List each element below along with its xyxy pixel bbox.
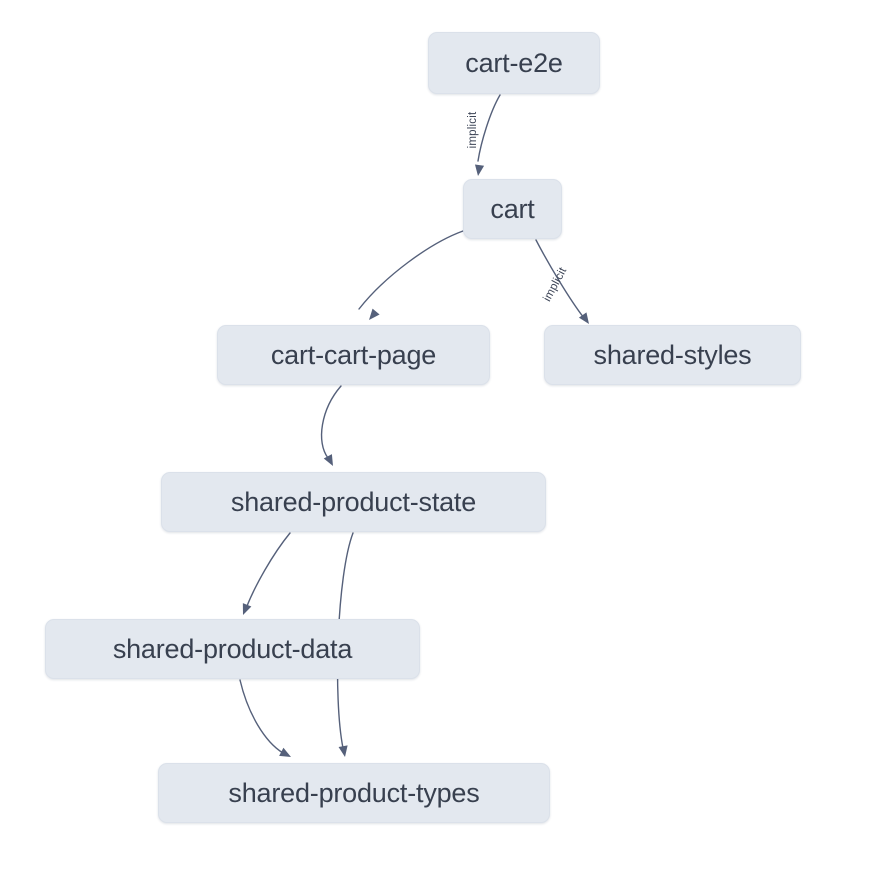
edge-line <box>535 239 585 319</box>
edge-shared-product-data-to-shared-product-types <box>239 679 291 757</box>
arrowhead-icon <box>323 454 333 466</box>
edge-cart-to-cart-cart-page <box>358 230 464 320</box>
edge-line <box>320 385 342 459</box>
edge-line <box>477 94 501 162</box>
graph-node-shared-product-types[interactable]: shared-product-types <box>158 763 550 823</box>
graph-node-label: shared-product-state <box>230 486 477 517</box>
graph-node-cart-e2e[interactable]: cart-e2e <box>428 32 600 94</box>
graph-node-cart-cart-page[interactable]: cart-cart-page <box>217 325 490 385</box>
graph-node-label: shared-styles <box>593 339 752 370</box>
graph-node-cart[interactable]: cart <box>463 179 562 239</box>
edge-line <box>246 532 291 607</box>
arrowhead-icon <box>369 308 380 320</box>
graph-node-label: shared-product-data <box>112 633 353 664</box>
edge-cart-cart-page-to-shared-product-state <box>320 385 342 466</box>
edge-shared-product-state-to-shared-product-data <box>242 532 291 615</box>
arrowhead-icon <box>338 745 348 757</box>
edge-line <box>358 230 464 310</box>
arrowhead-icon <box>242 603 252 615</box>
edge-cart-to-shared-styles: implicit <box>535 239 589 324</box>
graph-node-label: shared-product-types <box>228 777 480 808</box>
arrowhead-icon <box>279 747 291 757</box>
graph-node-label: cart-cart-page <box>270 339 437 370</box>
graph-node-shared-styles[interactable]: shared-styles <box>544 325 801 385</box>
edge-label: implicit <box>541 265 569 304</box>
graph-node-shared-product-data[interactable]: shared-product-data <box>45 619 420 679</box>
arrowhead-icon <box>474 164 485 176</box>
graph-node-label: cart <box>490 193 535 224</box>
edge-line <box>239 679 284 754</box>
graph-node-shared-product-state[interactable]: shared-product-state <box>161 472 546 532</box>
edge-label: implicit <box>467 111 479 148</box>
graph-node-label: cart-e2e <box>465 47 563 78</box>
edge-cart-e2e-to-cart: implicit <box>467 94 501 176</box>
